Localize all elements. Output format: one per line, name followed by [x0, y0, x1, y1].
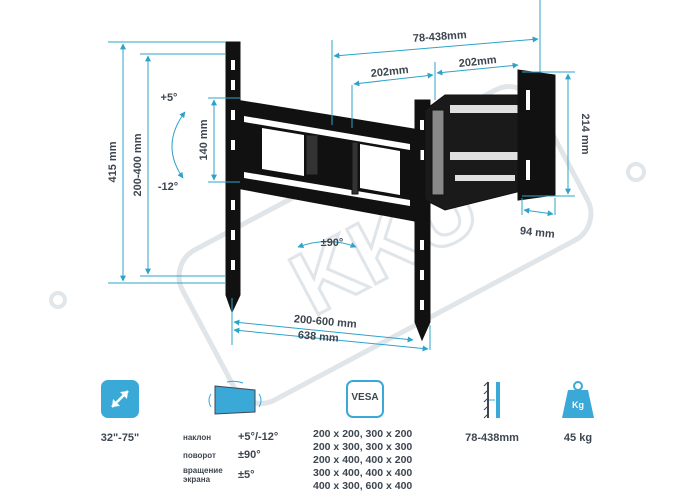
rotation-label: вращение экрана — [183, 466, 223, 484]
rotation-row: поворот ±90° — [183, 446, 278, 464]
bracket-height-range-label: 200-400 mm — [132, 133, 144, 196]
spec-screen-size: 32"-75" — [100, 380, 140, 444]
screen-size-value: 32"-75" — [100, 432, 140, 444]
bracket-height-total-label: 415 mm — [107, 141, 119, 182]
rotation-value: ±90° — [238, 449, 261, 461]
tilt-down-label: -12° — [158, 181, 178, 193]
spec-rotation — [205, 380, 265, 420]
list-item: 400 x 300, 600 x 400 — [313, 480, 413, 492]
tilted-screen-icon — [205, 380, 265, 420]
rotation-label: поворот — [183, 450, 216, 460]
rotation-value: ±5° — [238, 469, 255, 481]
tilt-up-label: +5° — [161, 92, 178, 104]
list-item: 200 x 400, 400 x 200 — [313, 454, 413, 466]
rotation-label: наклон — [183, 432, 212, 442]
arm-segment-right-label: 202mm — [458, 54, 497, 70]
list-item: 300 x 400, 400 x 400 — [313, 467, 413, 479]
spec-vesa: VESA — [345, 380, 385, 418]
wall-plate-width-label: 94 mm — [519, 225, 555, 241]
arm-segment-left-label: 202mm — [370, 64, 409, 80]
weight-icon-label: Kg — [572, 400, 584, 410]
rotation-table: наклон +5°/-12° поворот ±90° вращение эк… — [183, 428, 278, 486]
width-range-label: 200-600 mm — [293, 313, 357, 330]
wall-gap-icon — [472, 380, 512, 420]
tv-mount-drawing — [225, 41, 556, 342]
width-total-label: 638 mm — [297, 329, 339, 345]
diagonal-arrow-icon — [101, 380, 139, 418]
rotation-row: наклон +5°/-12° — [183, 428, 278, 446]
vesa-icon: VESA — [346, 380, 384, 418]
vesa-icon-label: VESA — [351, 392, 379, 403]
spec-weight: Kg 45 kg — [548, 380, 608, 444]
arm-extension-label: 78-438mm — [413, 29, 468, 45]
list-item: 200 x 300, 300 x 300 — [313, 441, 413, 453]
weight-icon: Kg — [558, 380, 598, 420]
wall-plate-height-label: 214 mm — [579, 114, 591, 155]
list-item: 200 x 200, 300 x 200 — [313, 428, 413, 440]
rotation-value: +5°/-12° — [238, 431, 279, 443]
dimension-lines — [108, 0, 575, 352]
vesa-vertical-label: 140 mm — [198, 119, 210, 160]
distance-value: 78-438mm — [465, 432, 519, 444]
swivel-label: ±90° — [321, 237, 344, 249]
spec-distance: 78-438mm — [452, 380, 532, 444]
vesa-list: 200 x 200, 300 x 200 200 x 300, 300 x 30… — [313, 428, 425, 493]
weight-value: 45 kg — [563, 432, 593, 444]
rotation-row: вращение экрана ±5° — [183, 464, 278, 486]
